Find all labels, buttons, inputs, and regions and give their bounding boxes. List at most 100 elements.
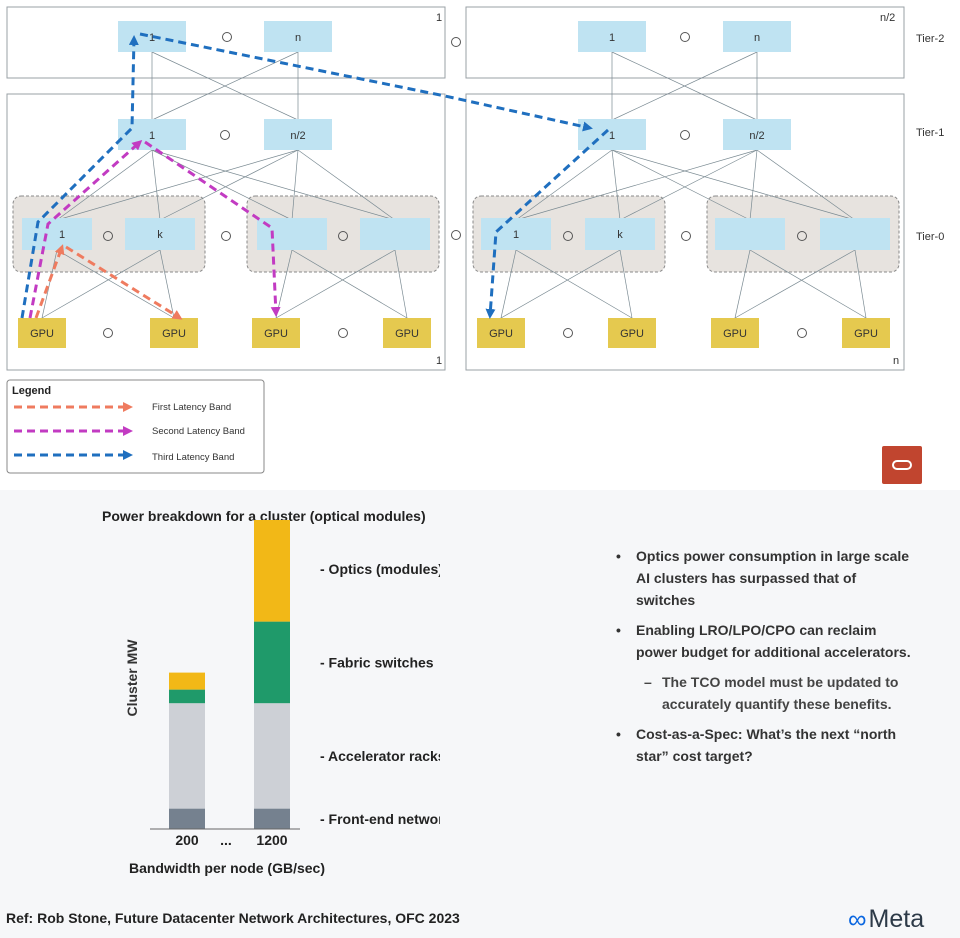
bar-segment: [169, 689, 205, 704]
tier0-switch-label: k: [617, 229, 623, 241]
pod-corner-label: n: [893, 355, 899, 367]
tier0-switch: [715, 218, 785, 250]
gpu: [842, 318, 890, 348]
meta-wordmark: Meta: [868, 905, 925, 933]
pod-left: [6, 93, 446, 371]
pod-corner-label: 1: [436, 12, 442, 24]
tier2-plane-right: [465, 6, 905, 79]
legend-label: First Latency Band: [152, 402, 231, 413]
tier0-switch-label: k: [157, 229, 163, 241]
legend-label: Third Latency Band: [152, 452, 234, 463]
third-latency-path: [139, 32, 593, 132]
bar-segment: [254, 703, 290, 809]
gpu-label: GPU: [854, 328, 878, 340]
tier2-switch: [723, 21, 791, 52]
bullet-item: • Cost-as-a-Spec: What’s the next “north …: [614, 723, 914, 767]
network-diagram: 1 n 1 n 1 n/2 1 n/2 1 k 1 k GPU GPU GPU …: [6, 6, 944, 474]
pod-corner-label: 1: [436, 355, 442, 367]
gpu-row: GPU GPU GPU GPU GPU GPU GPU GPU: [18, 318, 890, 348]
second-latency-path: [28, 140, 143, 319]
bar-segment: [169, 703, 205, 809]
x-axis-label: Bandwidth per node (GB/sec): [129, 860, 325, 876]
bar-segment: [169, 672, 205, 690]
fabric-links: [41, 51, 867, 319]
bar-segment: [169, 808, 205, 829]
tier0-switch: [820, 218, 890, 250]
tier0-switch: [22, 218, 92, 250]
tier-label: Tier-0: [916, 231, 944, 243]
gpu-label: GPU: [723, 328, 747, 340]
gpu: [477, 318, 525, 348]
x-tick-label: 200: [175, 832, 199, 848]
pod-right: [465, 93, 905, 371]
tier-label: Tier-2: [916, 33, 944, 45]
gpu: [252, 318, 300, 348]
gpu-label: GPU: [489, 328, 513, 340]
bullet-mark: •: [616, 548, 621, 564]
series-label: - Optics (modules): [320, 561, 440, 577]
second-latency-path: [144, 140, 281, 317]
bullet-item: • Enabling LRO/LPO/CPO can reclaim power …: [614, 619, 914, 663]
y-axis-label: Cluster MW: [124, 639, 140, 717]
bullet-text: Enabling LRO/LPO/CPO can reclaim power b…: [636, 622, 911, 660]
bullet-mark: •: [616, 726, 621, 742]
ellipsis-dots: [103, 32, 807, 338]
tier0-group: [246, 195, 440, 273]
third-latency-path: [20, 35, 139, 319]
tier0-switch: [481, 218, 551, 250]
tier2-switch-label: n: [754, 32, 760, 44]
gpu: [608, 318, 656, 348]
x-tick-label: 1200: [256, 832, 287, 848]
gpu-label: GPU: [162, 328, 186, 340]
power-slide: [0, 490, 960, 938]
tier2-plane-left: [6, 6, 446, 79]
tier-label: Tier-1: [916, 127, 944, 139]
tier1-switch-label: n/2: [290, 130, 305, 142]
tier1-switch: [264, 119, 332, 150]
tier1-switch: [723, 119, 791, 150]
tier2-switch: [264, 21, 332, 52]
tier0-switch: [360, 218, 430, 250]
gpu: [18, 318, 66, 348]
gpu-label: GPU: [620, 328, 644, 340]
bullet-mark: •: [616, 622, 621, 638]
pod-corner-label: n/2: [880, 12, 895, 24]
series-label: - Fabric switches: [320, 654, 434, 670]
tier0-switch-label: 1: [513, 229, 519, 241]
gpu-label: GPU: [264, 328, 288, 340]
series-label: - Accelerator racks: [320, 748, 440, 764]
tier0-switch-label: 1: [59, 229, 65, 241]
gpu: [383, 318, 431, 348]
bullet-text: The TCO model must be updated to accurat…: [662, 674, 899, 712]
tier1-switch-label: n/2: [749, 130, 764, 142]
reference-text: Ref: Rob Stone, Future Datacenter Networ…: [6, 910, 460, 926]
sub-bullet-item: –The TCO model must be updated to accura…: [614, 671, 914, 715]
power-stacked-bar-chart: 200 ... 1200 Bandwidth per node (GB/sec)…: [124, 520, 440, 876]
gpu-label: GPU: [30, 328, 54, 340]
series-label: - Front-end network: [320, 811, 440, 827]
tier0-switch: [125, 218, 195, 250]
first-latency-path: [65, 245, 183, 320]
bullet-list: • Optics power consumption in large scale…: [614, 545, 914, 775]
tier1-switch-label: 1: [609, 130, 615, 142]
legend-title: Legend: [12, 385, 51, 397]
legend: Legend First Latency Band Second Latency…: [6, 379, 265, 474]
meta-infinity-icon: ∞: [848, 904, 867, 934]
network-diagram-panel: 1 n 1 n 1 n/2 1 n/2 1 k 1 k GPU GPU GPU …: [6, 6, 945, 484]
bullet-mark: –: [644, 674, 652, 690]
legend-box: [6, 379, 265, 474]
bullet-text: Cost-as-a-Spec: What’s the next “north s…: [636, 726, 897, 764]
meta-logo: ∞ Meta: [848, 904, 924, 935]
bullet-text: Optics power consumption in large scale …: [636, 548, 910, 608]
tier1-switch: [118, 119, 186, 150]
oracle-logo: [882, 446, 922, 484]
tier0-switch: [257, 218, 327, 250]
legend-label: Second Latency Band: [152, 426, 245, 437]
tier2-switch-label: 1: [609, 32, 615, 44]
tier2-switch-label: n: [295, 32, 301, 44]
chart-title: Power breakdown for a cluster (optical m…: [102, 508, 426, 524]
tier2-switch: [578, 21, 646, 52]
bullet-item: • Optics power consumption in large scale…: [614, 545, 914, 611]
tier0-switch: [585, 218, 655, 250]
gpu-label: GPU: [395, 328, 419, 340]
